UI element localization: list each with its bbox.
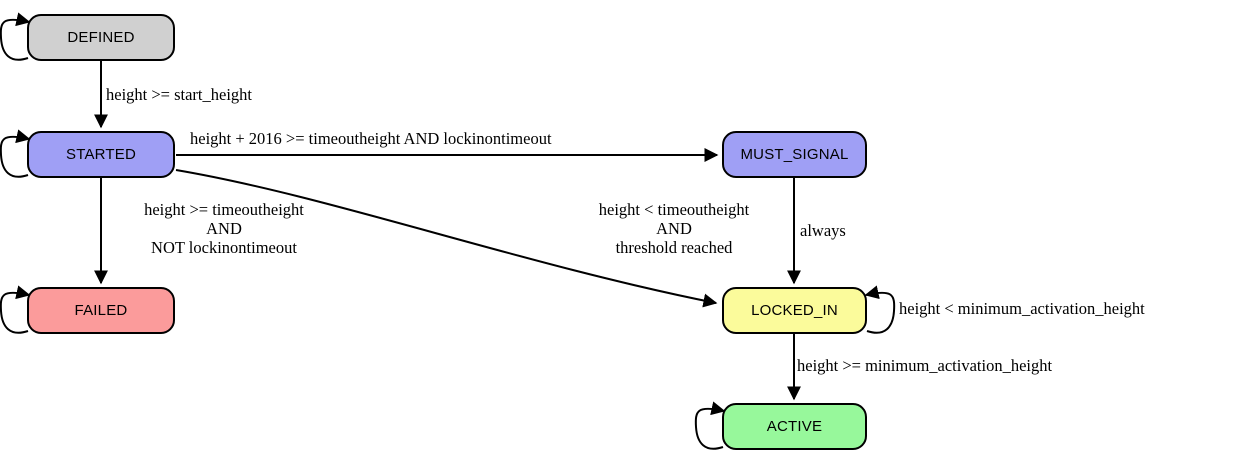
edge-started-to-locked-in [175, 169, 718, 308]
state-node-locked-in-label: LOCKED_IN [751, 302, 838, 319]
edge-label-defined-to-started: height >= start_height [106, 85, 253, 104]
edge-label-line-2: AND [656, 219, 692, 239]
edge-label-started-to-failed: height >= timeoutheight AND NOT lockinon… [104, 200, 344, 257]
state-node-defined-label: DEFINED [67, 29, 135, 46]
state-node-started[interactable]: STARTED [27, 131, 175, 178]
edge-label-must-signal-to-locked-in: always [800, 221, 846, 240]
edge-label-line-3: threshold reached [615, 238, 733, 258]
state-node-failed[interactable]: FAILED [27, 287, 175, 334]
edge-label-line-2: AND [206, 219, 242, 239]
edge-defined-self-loop [0, 12, 31, 61]
state-node-must-signal-label: MUST_SIGNAL [740, 146, 849, 163]
edge-label-line-1: height >= timeoutheight [144, 200, 304, 219]
state-node-active-label: ACTIVE [766, 418, 823, 435]
edge-started-self-loop [0, 129, 31, 178]
state-node-must-signal[interactable]: MUST_SIGNAL [722, 131, 867, 178]
edge-label-line-1: height < timeoutheight [598, 200, 750, 219]
edge-label-started-to-must-signal: height + 2016 >= timeoutheight AND locki… [190, 129, 552, 148]
edge-label-started-to-locked-in: height < timeoutheight AND threshold rea… [563, 200, 785, 257]
state-node-active[interactable]: ACTIVE [722, 403, 867, 450]
state-node-locked-in[interactable]: LOCKED_IN [722, 287, 867, 334]
edge-label-locked-in-to-active: height >= minimum_activation_height [797, 356, 1053, 375]
edge-label-line-3: NOT lockinontimeout [151, 238, 297, 258]
edge-active-self-loop [694, 401, 726, 450]
state-node-failed-label: FAILED [74, 302, 128, 319]
state-node-defined[interactable]: DEFINED [27, 14, 175, 61]
edge-locked-in-self-loop [864, 285, 896, 334]
edge-failed-self-loop [0, 285, 31, 334]
edge-label-locked-in-self-loop: height < minimum_activation_height [899, 299, 1145, 318]
state-node-started-label: STARTED [65, 146, 137, 163]
